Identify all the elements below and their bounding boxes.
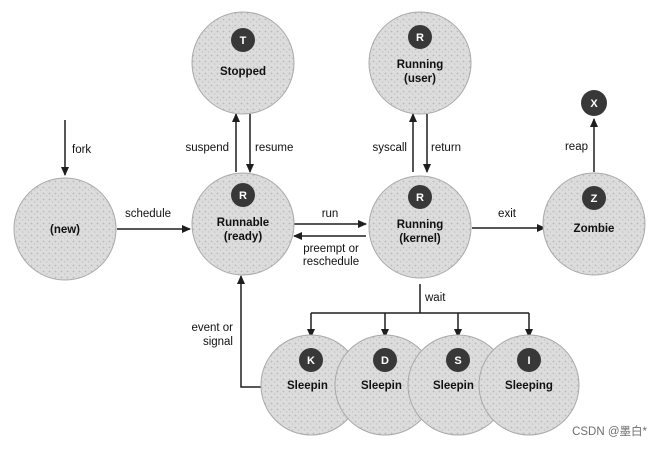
state-new-label: (new) <box>50 224 80 236</box>
badge-t-letter: T <box>240 35 247 47</box>
badge-k-letter: K <box>307 355 315 367</box>
state-running-user-line1: Running <box>397 59 444 71</box>
state-sleeping-k-label: Sleepin <box>287 380 328 392</box>
badge-r-runnable <box>231 183 255 207</box>
state-running-user-line2: (user) <box>404 73 436 85</box>
label-reap: reap <box>565 141 588 153</box>
state-sleeping-i: I Sleeping <box>478 334 580 436</box>
badge-r-kernel <box>408 185 432 209</box>
state-runnable-line2: (ready) <box>224 231 263 243</box>
badge-r-runnable-letter: R <box>239 190 247 202</box>
badge-s-letter: S <box>454 355 461 367</box>
label-event-line2: signal <box>203 336 233 348</box>
state-dead: X <box>581 90 607 116</box>
state-sleeping-d: D Sleepin <box>334 334 436 436</box>
state-runnable: R Runnable (ready) <box>191 172 295 276</box>
state-zombie: Z Zombie <box>542 172 646 276</box>
state-running-kernel: R Running (kernel) <box>368 175 472 279</box>
label-run: run <box>322 208 339 220</box>
badge-x-letter: X <box>590 98 598 110</box>
state-runnable-line1: Runnable <box>217 217 269 229</box>
badge-t <box>231 28 255 52</box>
label-syscall: syscall <box>372 142 407 154</box>
badge-z-letter: Z <box>591 193 598 205</box>
badge-k <box>299 348 323 372</box>
state-sleeping-d-label: Sleepin <box>361 380 402 392</box>
state-new: (new) <box>13 177 117 281</box>
label-schedule: schedule <box>125 208 171 220</box>
badge-r-user <box>408 25 432 49</box>
badge-z <box>582 186 606 210</box>
label-wait: wait <box>424 292 446 304</box>
state-zombie-label: Zombie <box>574 223 615 235</box>
label-suspend: suspend <box>186 142 229 154</box>
state-sleeping-s-label: Sleepin <box>433 380 474 392</box>
state-sleeping-s: S Sleepin <box>407 334 509 436</box>
badge-i-letter: I <box>527 355 530 367</box>
label-exit: exit <box>498 208 517 220</box>
state-running-kernel-line2: (kernel) <box>399 233 441 245</box>
watermark: CSDN @墨白* <box>572 426 647 438</box>
state-stopped-label: Stopped <box>220 66 266 78</box>
state-running-user: R Running (user) <box>368 11 472 115</box>
label-preempt-line2: reschedule <box>303 256 359 268</box>
state-sleeping-k: K Sleepin <box>260 334 362 436</box>
badge-s <box>446 348 470 372</box>
label-return: return <box>431 142 461 154</box>
edge-event-signal <box>237 275 262 388</box>
badge-r-kernel-letter: R <box>416 192 424 204</box>
state-stopped: T Stopped <box>191 11 295 115</box>
badge-r-user-letter: R <box>416 32 424 44</box>
badge-i <box>517 348 541 372</box>
badge-d <box>373 348 397 372</box>
label-event-line1: event or <box>191 322 233 334</box>
badge-d-letter: D <box>381 355 389 367</box>
label-fork: fork <box>72 144 91 156</box>
label-resume: resume <box>255 142 293 154</box>
label-preempt-line1: preempt or <box>303 243 359 255</box>
state-sleeping-i-label: Sleeping <box>505 380 553 392</box>
state-running-kernel-line1: Running <box>397 219 444 231</box>
